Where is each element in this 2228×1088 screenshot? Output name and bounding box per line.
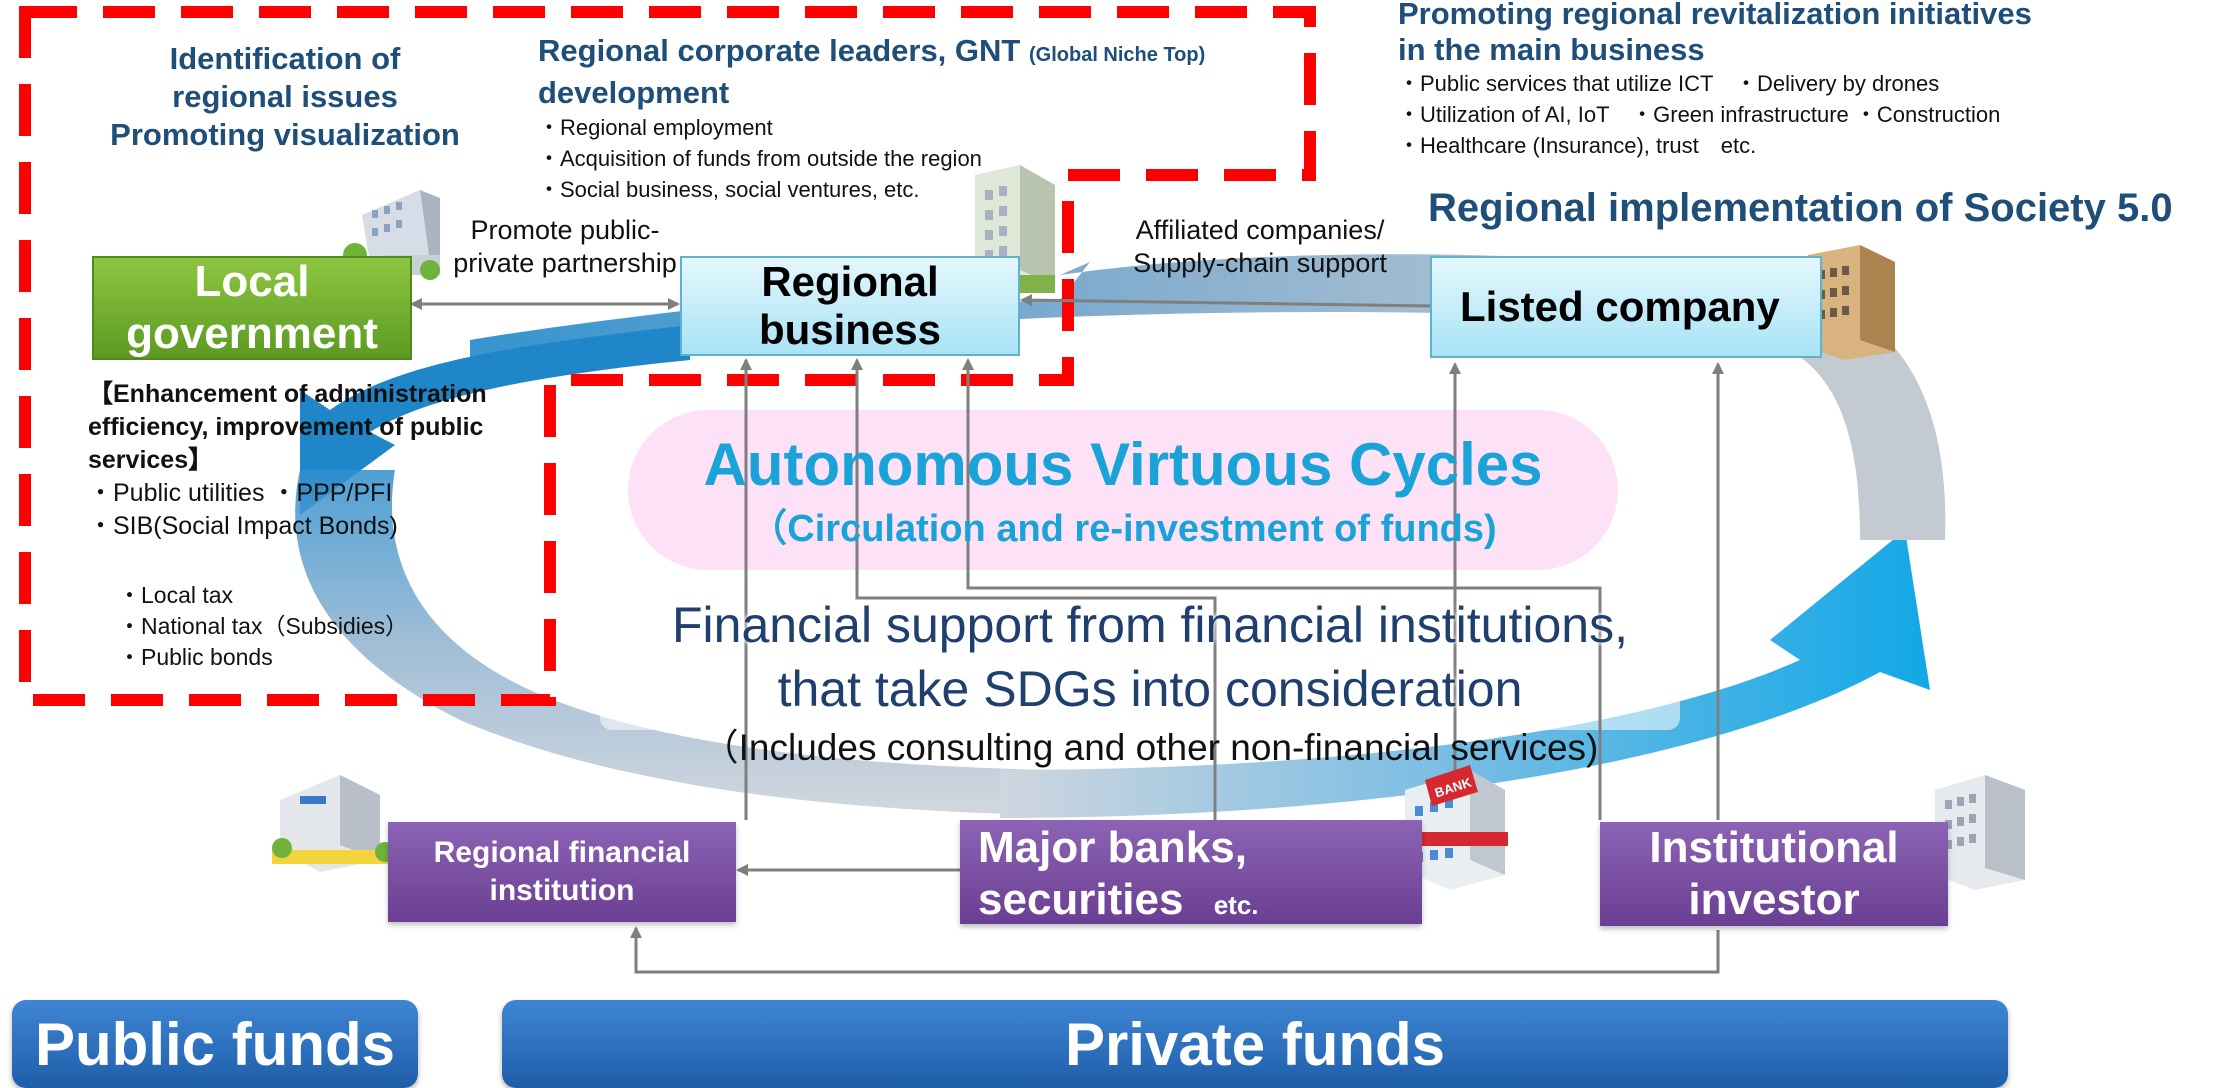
affiliated-line2: Supply-chain support <box>1133 248 1387 278</box>
revitalization-title-line2: in the main business <box>1398 32 1705 67</box>
regional-business-line2: business <box>758 306 942 353</box>
issues-line2: regional issues <box>172 79 398 114</box>
major-banks-line2: securities <box>978 875 1184 924</box>
gnt-item: ・Regional employment <box>538 115 773 140</box>
inst-investor-line2: investor <box>1688 875 1860 924</box>
cycles-subtitle: （Circulation and re-investment of funds) <box>749 508 1497 550</box>
admin-item: ・SIB(Social Impact Bonds) <box>88 512 398 540</box>
issues-line3: Promoting visualization <box>110 117 460 152</box>
financial-band <box>600 590 1680 730</box>
tax-item: ・National tax（Subsidies） <box>118 613 409 639</box>
regional-financial-institution-node: Regional financial institution <box>388 822 736 922</box>
admin-efficiency-notes: 【Enhancement of administration efficienc… <box>88 378 548 543</box>
society-heading: Regional implementation of Society 5.0 <box>1428 186 2173 230</box>
major-banks-node: Major banks, securities etc. <box>960 820 1422 924</box>
tax-item: ・Local tax <box>118 582 234 608</box>
issues-line1: Identification of <box>169 41 401 76</box>
bank-building-icon <box>272 775 395 872</box>
cycles-bubble <box>628 410 1618 570</box>
local-government-node: Local government <box>92 256 412 360</box>
affiliated-label: Affiliated companies/ Supply-chain suppo… <box>1110 214 1410 280</box>
regional-fi-line2: institution <box>489 874 635 907</box>
gnt-item: ・Acquisition of funds from outside the r… <box>538 146 982 171</box>
admin-heading-line2: efficiency, improvement of public <box>88 413 484 441</box>
listed-company-label: Listed company <box>1460 283 1780 330</box>
major-banks-etc: etc. <box>1213 890 1259 920</box>
cycle-arc-left <box>300 325 690 515</box>
ppp-line1: Promote public- <box>470 215 660 245</box>
private-funds-label: Private funds <box>1064 1010 1446 1078</box>
local-gov-line1: Local <box>194 257 310 306</box>
focus-region-dashed <box>19 6 1316 706</box>
gnt-title: Regional corporate leaders, GNT <box>538 33 1021 68</box>
revitalization-item: ・Public services that utilize ICT ・Deliv… <box>1398 71 1940 96</box>
major-bank-building-icon <box>1400 765 1508 890</box>
admin-item: ・Public utilities ・PPP/PFI <box>88 479 393 507</box>
regional-business-node: Regional business <box>680 256 1020 356</box>
brown-building-icon <box>1808 245 1895 360</box>
investor-building-icon <box>1935 775 2025 890</box>
financial-support-note: （Includes consulting and other non-finan… <box>701 727 1599 768</box>
ppp-line2: private partnership <box>453 248 677 278</box>
revitalization-title-line1: Promoting regional revitalization initia… <box>1398 0 2032 31</box>
admin-heading-line3: services】 <box>88 446 214 474</box>
major-banks-line1: Major banks, <box>978 823 1247 872</box>
cycle-arc-bottom <box>1000 530 1930 818</box>
admin-heading-line1: 【Enhancement of administration <box>88 380 487 408</box>
private-funds-bar: Private funds <box>502 1000 2008 1088</box>
tax-item: ・Public bonds <box>118 644 273 670</box>
inst-investor-line1: Institutional <box>1649 823 1899 872</box>
regional-business-line1: Regional <box>761 258 939 305</box>
revitalization-item: ・Healthcare (Insurance), trust etc. <box>1398 133 1757 158</box>
institutional-investor-node: Institutional investor <box>1600 822 1948 926</box>
revitalization-item: ・Utilization of AI, IoT ・Green infrastru… <box>1398 102 2001 127</box>
cycle-arc-left-lower <box>295 470 1050 815</box>
gnt-item: ・Social business, social ventures, etc. <box>538 177 920 202</box>
financial-support-line2: that take SDGs into consideration <box>777 661 1523 717</box>
gnt-heading: Regional corporate leaders, GNT (Global … <box>538 32 1298 205</box>
issues-heading: Identification of regional issues Promot… <box>100 40 470 154</box>
gnt-title-note: (Global Niche Top) <box>1028 44 1206 66</box>
financial-support-line1: Financial support from financial institu… <box>671 597 1628 653</box>
public-funds-label: Public funds <box>35 1010 395 1078</box>
local-gov-line2: government <box>126 309 378 358</box>
cycles-title: Autonomous Virtuous Cycles <box>703 431 1543 498</box>
listed-company-node: Listed company <box>1430 256 1822 358</box>
gnt-title-line2: development <box>538 75 730 110</box>
affiliated-line1: Affiliated companies/ <box>1135 215 1385 245</box>
cycle-arc-right <box>1790 300 1946 540</box>
revitalization-heading: Promoting regional revitalization initia… <box>1398 0 2218 161</box>
regional-fi-line1: Regional financial <box>433 836 691 869</box>
public-funds-bar: Public funds <box>12 1000 418 1088</box>
ppp-label: Promote public- private partnership <box>440 214 690 280</box>
tax-notes: ・Local tax ・National tax（Subsidies） ・Pub… <box>118 580 498 673</box>
